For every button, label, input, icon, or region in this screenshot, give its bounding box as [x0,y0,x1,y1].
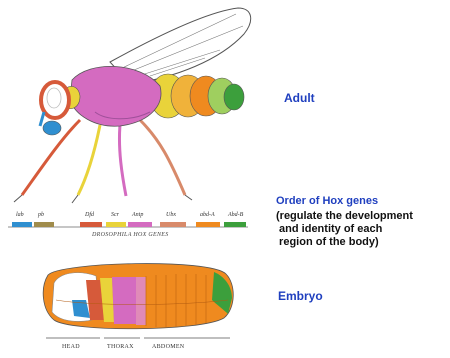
embryo-label: Embryo [278,289,323,303]
gene-bar-antp [128,222,152,227]
gene-label-dfd: Dfd [85,212,94,218]
gene-label-ubx: Ubx [166,212,176,218]
gene-label-lab: lab [16,212,24,218]
gene-bar-lab [12,222,32,227]
region-label-abdomen: ABDOMEN [152,344,184,350]
gene-label-pb: pb [38,212,44,218]
gene-label-abd-b: Abd-B [228,212,243,218]
fly-leg [140,120,185,195]
gene-label-scr: Scr [111,212,119,218]
gene-bar-abd-b [224,222,246,227]
gene-bar-abd-a [196,222,220,227]
hox-genes-caption: DROSOPHILA HOX GENES [92,232,169,238]
fly-abdomen-tip [224,84,244,110]
fly-drawing [0,0,270,358]
embryo-drawing [43,264,233,329]
gene-bar-dfd [80,222,102,227]
gene-bar-ubx [160,222,186,227]
fly-thorax [70,66,161,126]
adult-label: Adult [284,91,315,105]
fly-eye [47,88,61,108]
region-label-head: HEAD [62,344,80,350]
fly-leg [119,125,126,196]
order-of-hox-genes-label: Order of Hox genes [276,195,378,207]
region-label-thorax: THORAX [107,344,134,350]
gene-bar-pb [34,222,54,227]
fly-mouthpart [43,121,61,135]
fly-leg [78,125,100,195]
hox-genes-note: (regulate the development and identity o… [276,210,450,249]
gene-label-antp: Antp [132,212,143,218]
gene-label-abd-a: abd-A [200,212,215,218]
hox-figure: lab pb Dfd Scr Antp Ubx abd-A Abd-B DROS… [0,0,270,358]
gene-bar-scr [106,222,126,227]
